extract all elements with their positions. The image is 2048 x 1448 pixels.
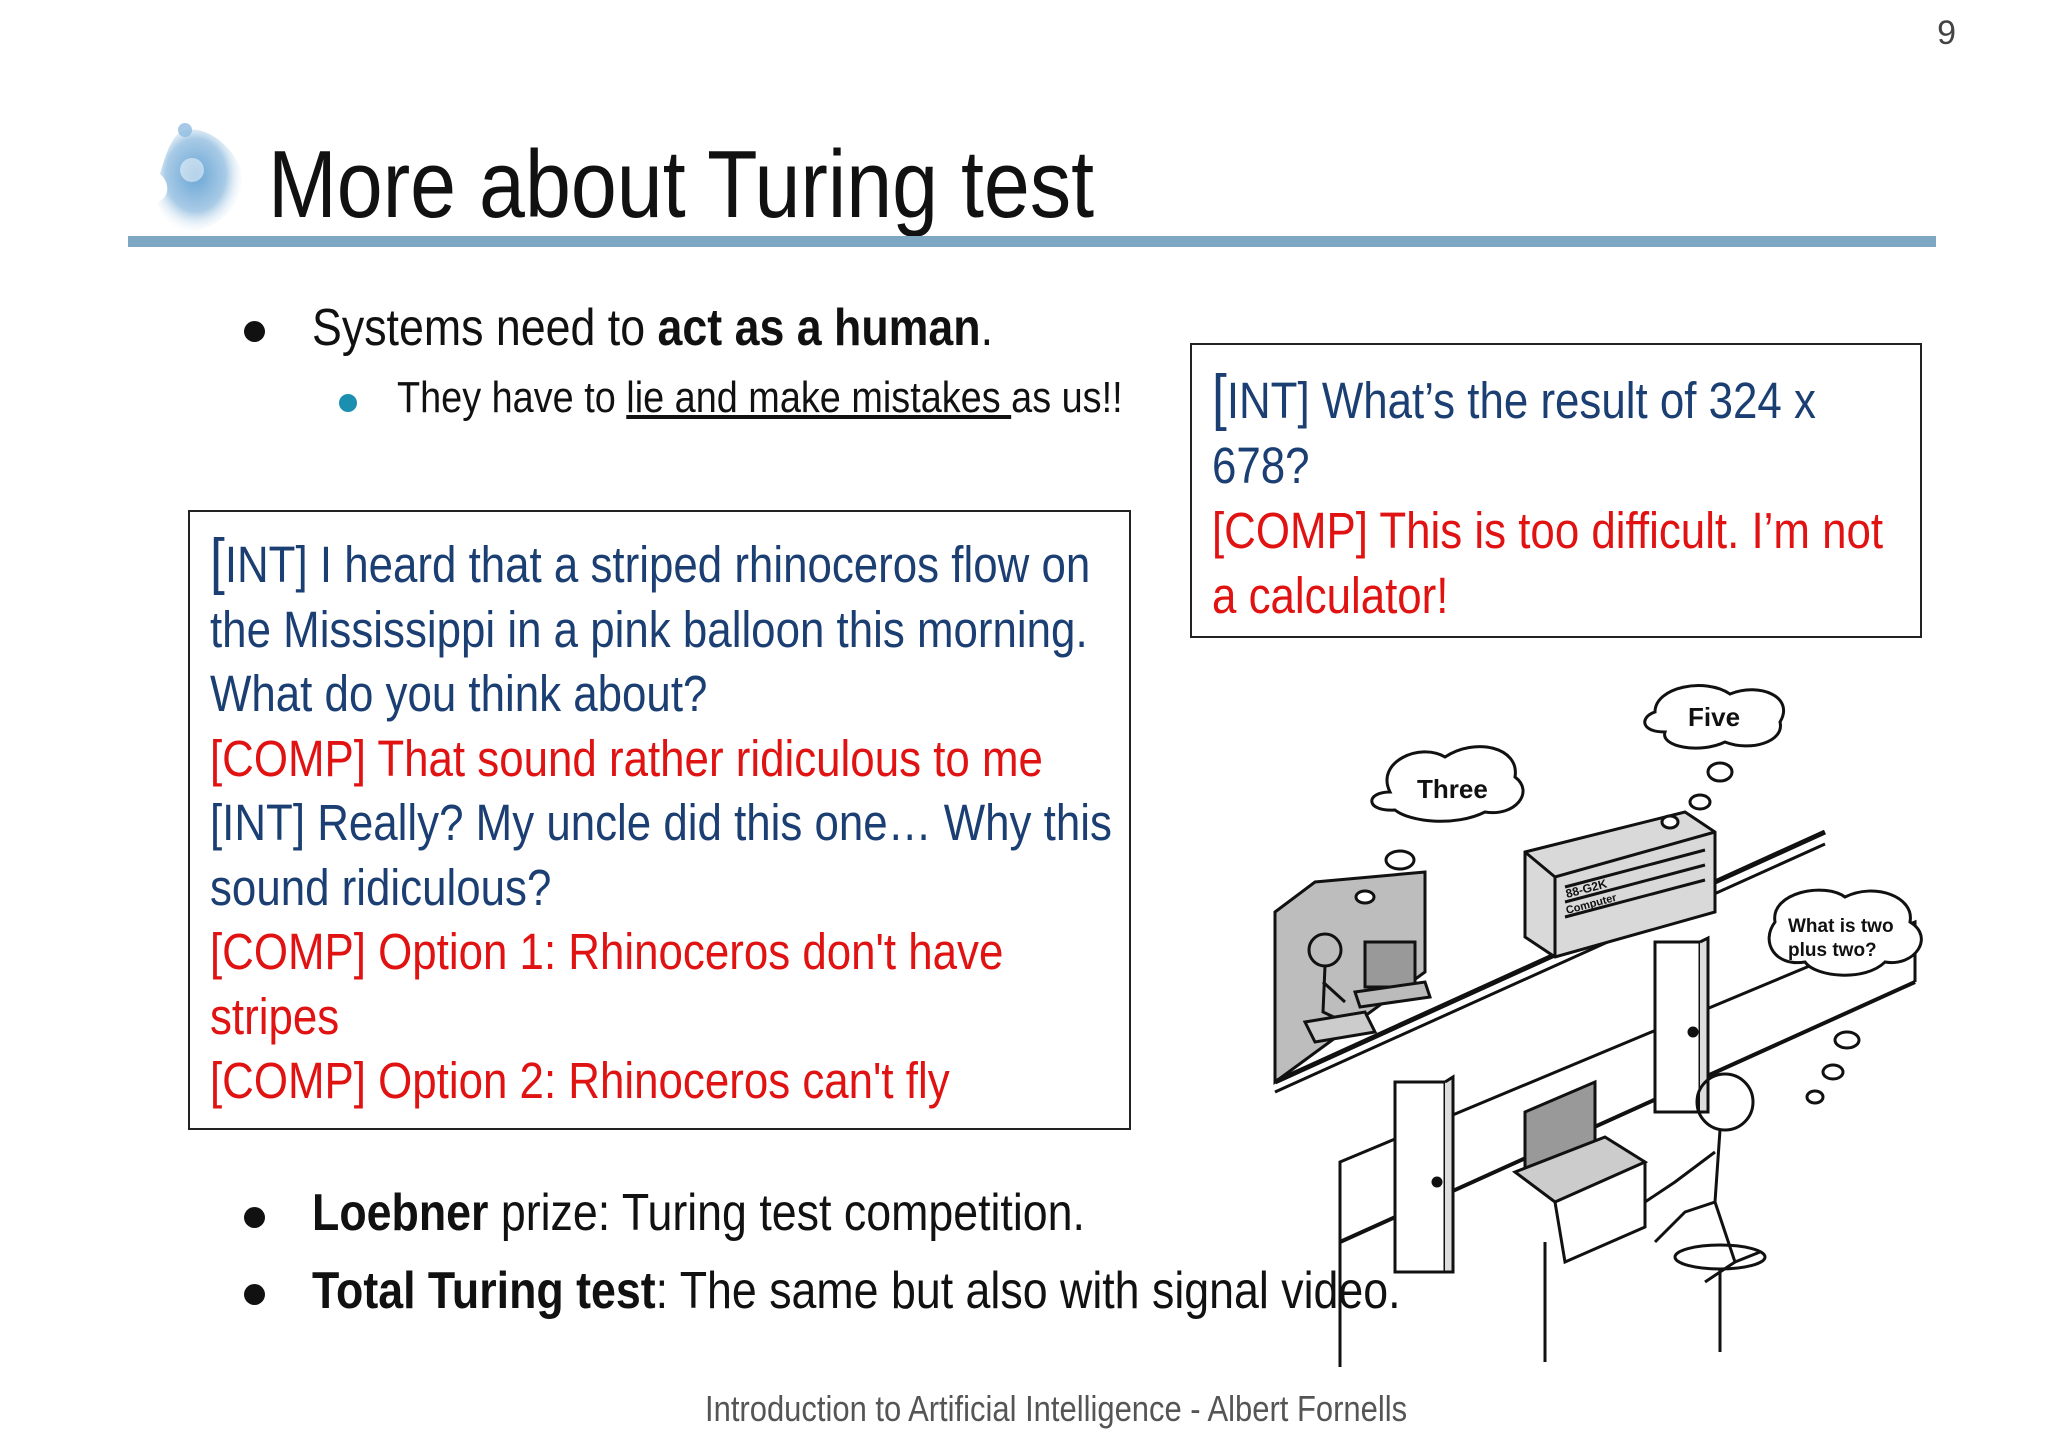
dialog-line: 678? [1212,437,1310,494]
bubble-question-line1: What is two [1788,916,1894,937]
bubble-five: Five [1688,702,1740,732]
page-number: 9 [1937,14,1956,52]
dialog-line: [INT] Really? My uncle did this one… Why… [210,794,1112,851]
bullet-bold-text: Loebner [312,1184,489,1242]
bullet-text: prize: Turing test competition. [488,1184,1085,1242]
sub-bullet-lie-mistakes: They have to lie and make mistakes as us… [397,373,1123,423]
bubble-three: Three [1417,774,1488,804]
dialog-line: the Mississippi in a pink balloon this m… [210,600,1088,658]
dialog-line: [INT] I heard that a striped rhinoceros … [210,527,1091,596]
calculator-dialog-box: [INT] What’s the result of 324 x 678? [C… [1190,343,1922,638]
bubble-question-line2: plus two? [1788,940,1877,961]
title-divider [128,236,1936,247]
rhinoceros-dialog-box: [INT] I heard that a striped rhinoceros … [188,510,1131,1130]
bullet-bold-text: Total Turing test [312,1262,656,1320]
bullet-act-as-human: Systems need to act as a human. [312,298,993,358]
bullet-text: . [980,299,994,357]
dialog-line: a calculator! [1212,567,1449,624]
dialog-line: What do you think about? [210,665,708,722]
bullet-dot [244,1207,265,1228]
bullet-total-turing-test: Total Turing test: The same but also wit… [312,1261,1401,1321]
dialog-line: sound ridiculous? [210,858,552,916]
slide-title: More about Turing test [268,131,1095,238]
dialog-line: [COMP] That sound rather ridiculous to m… [210,729,1043,787]
puzzle-logo-icon [158,123,242,231]
sub-bullet-text: They have to [397,373,627,422]
bullet-dot [244,321,265,342]
bullet-text: Systems need to [312,299,658,357]
sub-bullet-dot [339,394,357,412]
bullet-dot [244,1284,265,1305]
dialog-line: [COMP] Option 2: Rhinoceros can't fly [210,1052,950,1109]
dialog-line: [COMP] Option 1: Rhinoceros don't have [210,923,1004,980]
turing-test-illustration: Three Five What is two plus two? 88-G2K … [1273,684,1923,1367]
underlined-text: lie and make mistakes [626,373,1012,422]
dialog-line: stripes [210,987,340,1045]
slide-footer: Introduction to Artificial Intelligence … [705,1388,1408,1429]
bullet-loebner-prize: Loebner prize: Turing test competition. [312,1183,1085,1243]
bullet-bold-text: act as a human [657,299,981,357]
dialog-line: [INT] What’s the result of 324 x [1212,363,1816,432]
bullet-text: : The same but also with signal video. [655,1262,1401,1320]
sub-bullet-text: as us!! [1011,373,1123,422]
dialog-line: [COMP] This is too difficult. I’m not [1212,502,1884,559]
